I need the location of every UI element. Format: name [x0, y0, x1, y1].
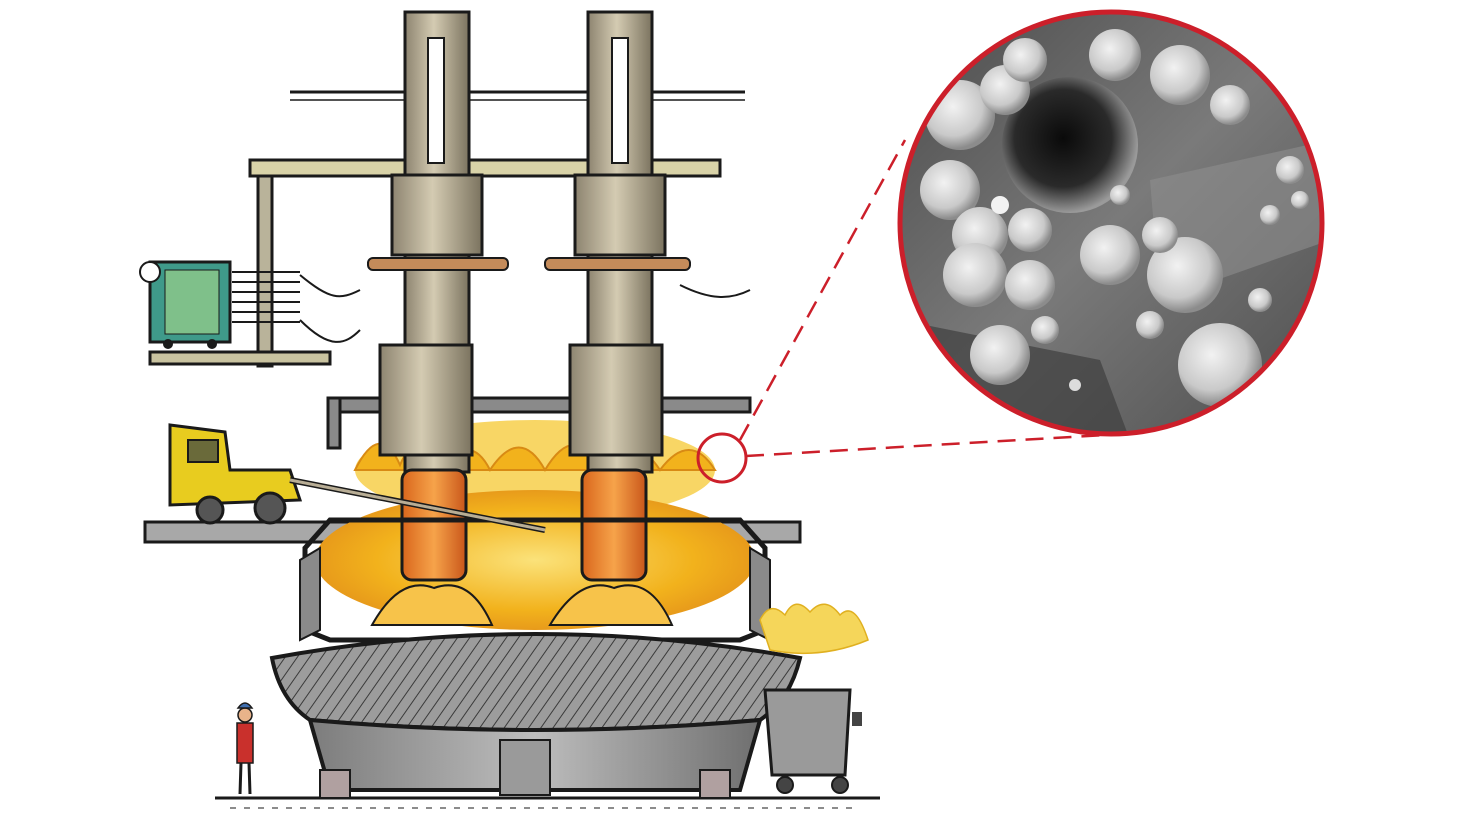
electrode-right — [544, 10, 691, 626]
worker-figure — [236, 702, 254, 795]
transformer — [139, 260, 300, 349]
side-flames — [759, 603, 869, 655]
ground — [215, 796, 880, 809]
furnace-shell — [269, 517, 803, 799]
callout-connector — [696, 139, 1106, 484]
particle-micrograph — [897, 9, 1325, 437]
electrode-left — [367, 10, 509, 626]
power-cables — [299, 274, 751, 343]
slag-ladle — [763, 688, 862, 794]
loader-vehicle — [168, 423, 546, 533]
